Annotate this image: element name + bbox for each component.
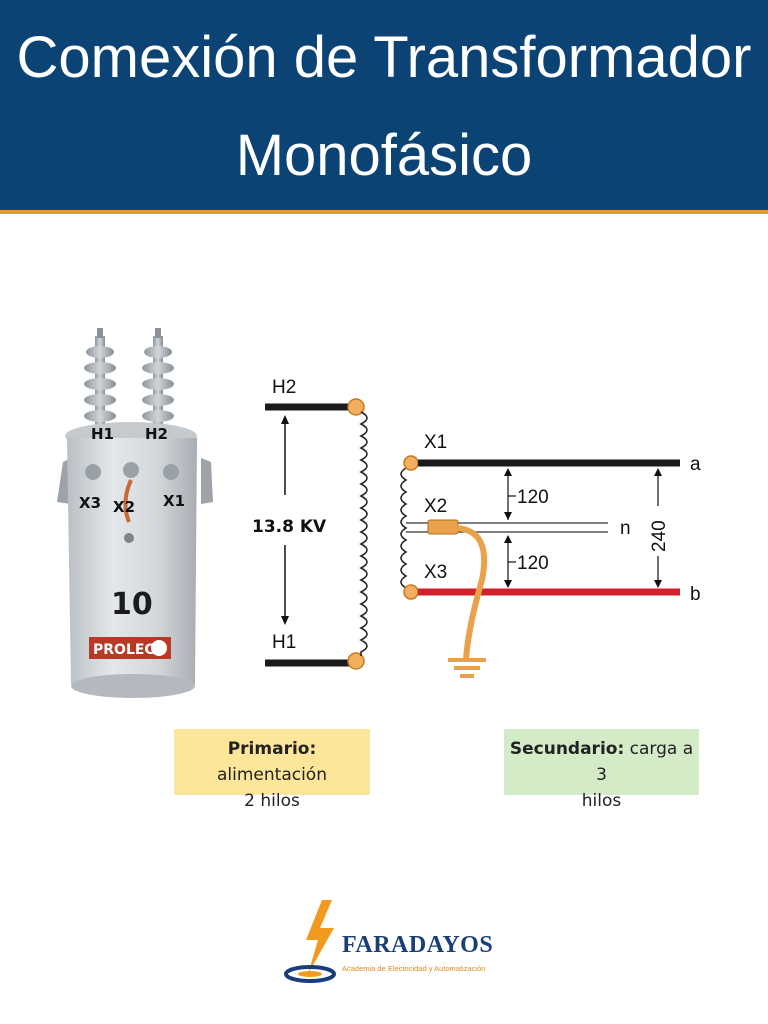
label-x1: X1 — [424, 432, 447, 453]
primary-voltage-label: 13.8 KV — [252, 517, 327, 537]
label-x3: X3 — [424, 562, 447, 583]
logo-tagline: Academia de Electricidad y Automatizació… — [342, 964, 486, 973]
primary-info-line2: 2 hilos — [244, 791, 300, 811]
secondary-info-line2: hilos — [581, 791, 622, 811]
terminal-x1-dot — [403, 455, 419, 471]
terminal-x3-dot — [403, 584, 419, 600]
terminal-label-h2: H2 — [145, 425, 168, 443]
primary-info-box: Primario: alimentación 2 hilos — [174, 729, 370, 811]
terminal-h2-dot — [347, 398, 365, 416]
ground-lead — [455, 525, 488, 661]
bushing-h1 — [84, 328, 116, 436]
primary-coil — [359, 411, 368, 656]
title-banner: Comexión de Transformador Monofásico — [0, 0, 768, 214]
logo-name: FARADAYOS — [342, 932, 494, 958]
terminal-label-h1: H1 — [91, 425, 114, 443]
terminal-label-x2: X2 — [113, 498, 135, 516]
label-h2: H2 — [272, 377, 296, 398]
brand-name: PROLEC — [93, 642, 155, 658]
page-title-line1: Comexión de Transformador — [16, 25, 752, 90]
secondary-info-label: Secundario: — [509, 739, 625, 759]
voltage-total-240: 240 — [649, 520, 670, 552]
bushing-h2 — [142, 328, 174, 436]
faradayos-logo: FARADAYOS Academia de Electricidad y Aut… — [280, 896, 500, 986]
brand-plate — [89, 637, 171, 659]
neutral-connector — [427, 519, 459, 535]
label-x2: X2 — [424, 496, 447, 517]
primary-info-label: Primario: — [227, 739, 317, 759]
primary-info-text: alimentación — [217, 765, 327, 785]
label-n: n — [620, 518, 631, 539]
voltage-lower-120: 120 — [517, 553, 549, 574]
voltage-upper-120: 120 — [517, 487, 549, 508]
secondary-info-text: carga a 3 — [596, 739, 694, 785]
label-h1: H1 — [272, 632, 296, 653]
secondary-coil — [400, 467, 408, 589]
terminal-label-x1: X1 — [163, 492, 185, 510]
label-b: b — [690, 584, 701, 605]
label-a: a — [690, 454, 701, 475]
brand-emblem-icon — [151, 640, 167, 656]
transformer-illustration: H1 H2 X3 X2 X1 10 PROLEC — [57, 328, 213, 698]
terminal-label-x3: X3 — [79, 494, 101, 512]
terminal-h1-dot — [347, 652, 365, 670]
page-title-line2: Monofásico — [235, 123, 533, 188]
secondary-info-box: Secundario: carga a 3 hilos — [504, 729, 699, 811]
capacity-number: 10 — [111, 587, 153, 622]
lightning-bolt-icon — [284, 900, 336, 983]
wiring-diagram: H2 H1 13.8 KV X1 X2 X3 a n b 120 120 240 — [252, 377, 701, 678]
